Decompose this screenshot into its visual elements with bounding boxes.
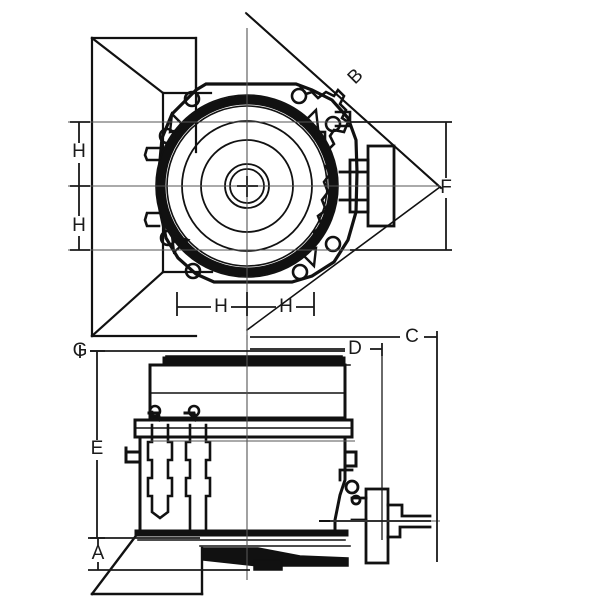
- valve-stems: [146, 404, 212, 532]
- dimension-label-a: A: [92, 543, 105, 564]
- side-view-centerlines: [150, 335, 440, 580]
- bottom-foot: [202, 547, 349, 571]
- projection-box: [90, 36, 214, 338]
- casting-ribs: [168, 107, 320, 269]
- dimension-label-c: C: [405, 326, 419, 347]
- dimension-label-h2: H: [72, 215, 86, 236]
- lower-body: [124, 435, 358, 534]
- dimension-label-d: D: [348, 338, 362, 359]
- mounting-lugs: [143, 146, 161, 228]
- base-plate: [134, 529, 351, 547]
- h-dimensions-vertical: [70, 121, 90, 251]
- dimension-label-h3: H: [214, 296, 228, 317]
- d-dimension: [250, 343, 383, 356]
- g-dimension: [79, 345, 345, 358]
- f-dimension: [350, 121, 452, 251]
- c-dimension: [250, 331, 438, 562]
- dimension-label-h1: H: [72, 141, 86, 162]
- dimension-label-g: G: [73, 340, 88, 361]
- dimension-label-f: F: [440, 177, 452, 198]
- dimension-label-e: E: [91, 438, 104, 459]
- a-dimension: [88, 537, 250, 571]
- terminal-box-detail: [298, 84, 352, 250]
- h-dimensions-horizontal: [176, 292, 315, 316]
- dimension-label-h4: H: [279, 296, 293, 317]
- bottom-projection: [90, 531, 204, 596]
